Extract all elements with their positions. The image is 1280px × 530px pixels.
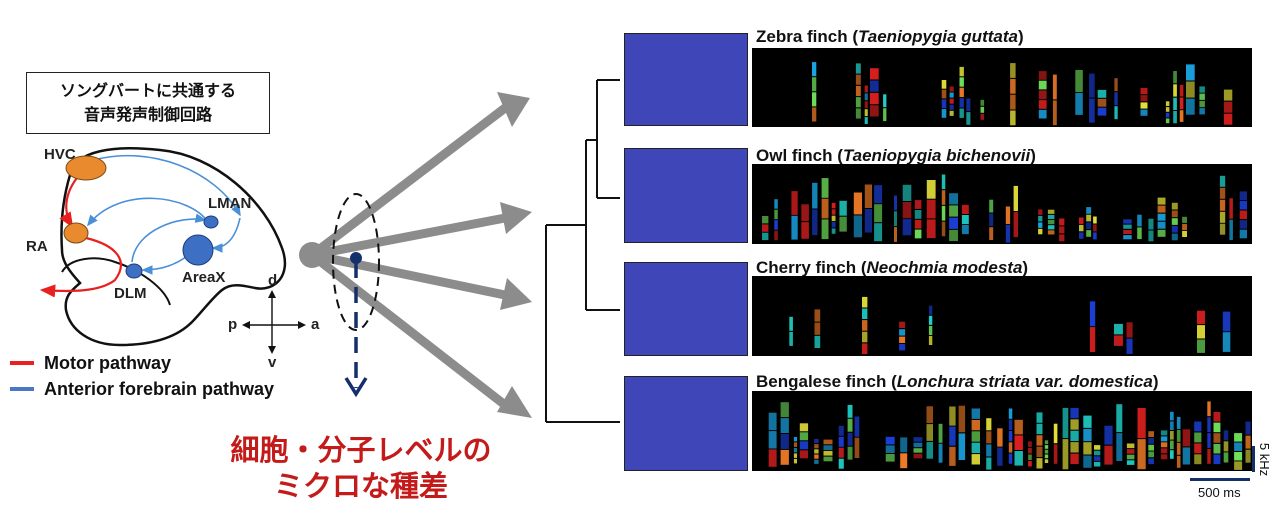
bengalese-finch-spectrogram <box>752 391 1252 471</box>
legend-afp-swatch <box>10 387 34 391</box>
cherry-finch-spectrogram-marks <box>789 296 1231 354</box>
afp-arrow-dlm-lman <box>131 213 207 263</box>
axis-label-d: d <box>268 272 278 289</box>
label-lman: LMAN <box>208 195 252 212</box>
axis-label-a: a <box>311 316 320 333</box>
caption-line1: 細胞・分子レベルの <box>230 433 492 467</box>
label-ra: RA <box>26 238 48 255</box>
cherry-finch-spectrogram <box>752 276 1252 356</box>
gray-arrows <box>299 92 532 418</box>
zebra-finch-spectrogram-marks <box>812 62 1233 126</box>
legend-afp: Anterior forebrain pathway <box>10 376 274 402</box>
legend-motor-swatch <box>10 361 34 365</box>
species-title-cherry: Cherry finch (Neochmia modesta) <box>756 258 1029 277</box>
nucleus-lman <box>203 215 219 229</box>
species-title-bengalese: Bengalese finch (Lonchura striata var. d… <box>756 372 1159 391</box>
legend: Motor pathway Anterior forebrain pathway <box>10 350 274 402</box>
legend-afp-label: Anterior forebrain pathway <box>44 378 275 399</box>
caption-line2: ミクロな種差 <box>273 469 448 503</box>
afp-arrow-hvc-areax <box>93 154 241 217</box>
bengalese-finch-spectrogram-marks <box>768 401 1251 470</box>
owl-finch-photo <box>624 148 748 243</box>
zebra-finch-photo <box>624 33 748 126</box>
cerebellum-outline <box>61 257 171 306</box>
nucleus-hvc <box>65 155 107 181</box>
bengalese-finch-photo <box>624 376 748 471</box>
label-dlm: DLM <box>114 285 147 302</box>
nucleus-dlm <box>125 263 143 279</box>
brain-diagram <box>39 79 620 423</box>
owl-finch-spectrogram <box>752 164 1252 244</box>
afp-arrow-areax-loop <box>211 217 241 253</box>
motor-arrow-ra-out <box>39 236 122 298</box>
legend-motor-label: Motor pathway <box>44 352 172 373</box>
micro-difference-caption: 細胞・分子レベルの ミクロな種差 <box>196 432 526 504</box>
cherry-finch-photo <box>624 262 748 356</box>
nucleus-ra <box>63 222 89 244</box>
time-scale-label: 500 ms <box>1198 485 1241 500</box>
circuit-title-line2: 音声発声制御回路 <box>83 105 212 124</box>
species-title-owl: Owl finch (Taeniopygia bichenovii) <box>756 146 1036 165</box>
legend-motor: Motor pathway <box>10 350 274 376</box>
label-hvc: HVC <box>44 146 76 163</box>
afp-arrow-lman-ra <box>86 197 209 227</box>
owl-finch-spectrogram-marks <box>762 174 1247 243</box>
time-scale-bar <box>1190 478 1250 481</box>
dashed-ellipse <box>332 193 380 331</box>
circuit-title-line1: ソングバートに共通する <box>59 81 236 100</box>
axis-label-p: p <box>228 316 238 333</box>
freq-scale-bar <box>1252 446 1255 472</box>
species-title-zebra: Zebra finch (Taeniopygia guttata) <box>756 27 1024 46</box>
axis-label-v: v <box>268 354 277 371</box>
navy-dot <box>350 252 362 264</box>
nucleus-areax <box>182 234 214 266</box>
freq-scale-label: 5 kHz <box>1257 442 1273 476</box>
circuit-title-box: ソングバートに共通する 音声発声制御回路 <box>26 72 270 134</box>
brain-outline <box>60 147 287 347</box>
phylo-tree <box>545 79 620 423</box>
zebra-finch-spectrogram <box>752 48 1252 127</box>
label-areax: AreaX <box>182 269 226 286</box>
